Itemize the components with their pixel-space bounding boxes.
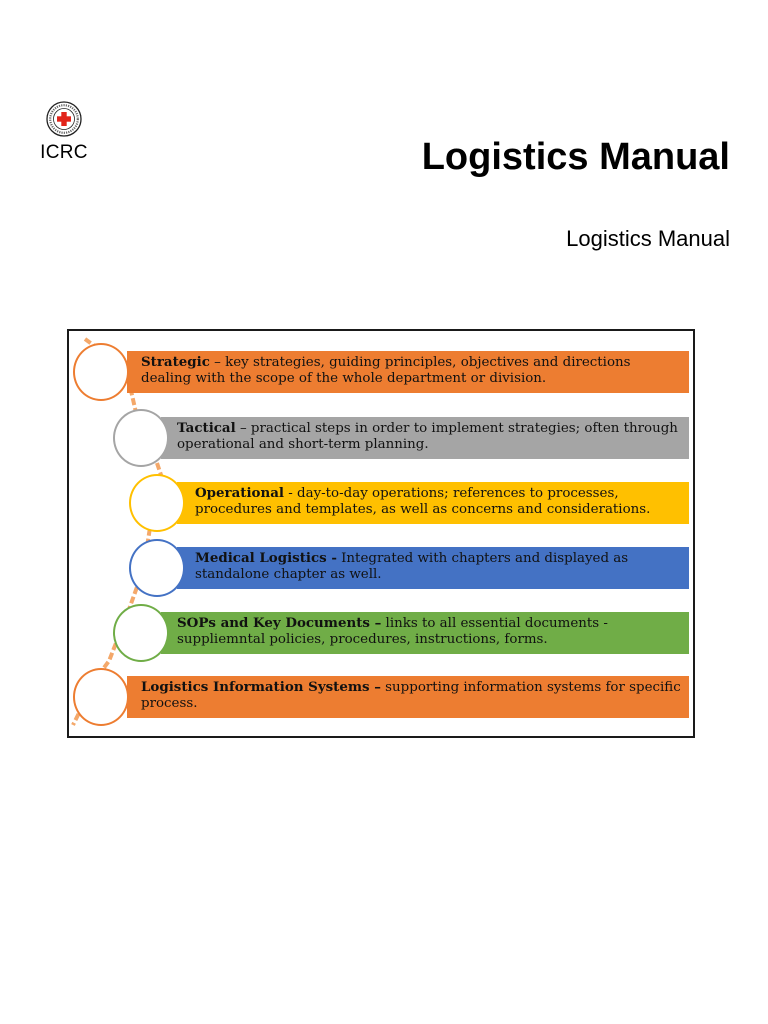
level-term: Logistics Information Systems – <box>141 679 381 695</box>
level-term: SOPs and Key Documents – <box>177 615 382 631</box>
level-description: supporting information systems for speci… <box>141 680 681 711</box>
level-bar-medical-logistics: Medical Logistics - Integrated with chap… <box>177 547 689 589</box>
page-subtitle: Logistics Manual <box>566 226 730 251</box>
level-term: Tactical <box>177 420 236 436</box>
level-description: links to all essential documents - suppl… <box>177 616 608 647</box>
level-description: – practical steps in order to implement … <box>177 421 678 452</box>
level-description: – key strategies, guiding principles, ob… <box>141 355 631 386</box>
manual-structure-diagram: Strategic – key strategies, guiding prin… <box>67 329 695 738</box>
level-term: Operational <box>195 485 284 501</box>
logo-text: ICRC <box>40 142 88 163</box>
level-circle-medical-logistics <box>129 539 185 597</box>
level-circle-operational <box>129 474 185 532</box>
level-bar-logistics-information-systems: Logistics Information Systems – supporti… <box>127 676 689 718</box>
level-bar-sops-key-documents: SOPs and Key Documents – links to all es… <box>161 612 689 654</box>
level-circle-logistics-information-systems <box>73 668 129 726</box>
level-term: Strategic <box>141 354 210 370</box>
level-bar-tactical: Tactical – practical steps in order to i… <box>161 417 689 459</box>
icrc-logo: ICRC <box>36 100 92 164</box>
level-circle-strategic <box>73 343 129 401</box>
level-bar-operational: Operational - day-to-day operations; ref… <box>177 482 689 524</box>
level-circle-sops-key-documents <box>113 604 169 662</box>
level-description: Integrated with chapters and displayed a… <box>195 551 629 582</box>
level-description: - day-to-day operations; references to p… <box>195 486 651 517</box>
level-bar-strategic: Strategic – key strategies, guiding prin… <box>127 351 689 393</box>
level-term: Medical Logistics - <box>195 550 337 566</box>
level-circle-tactical <box>113 409 169 467</box>
page-title: Logistics Manual <box>421 136 730 178</box>
red-cross-emblem-icon <box>46 101 82 137</box>
